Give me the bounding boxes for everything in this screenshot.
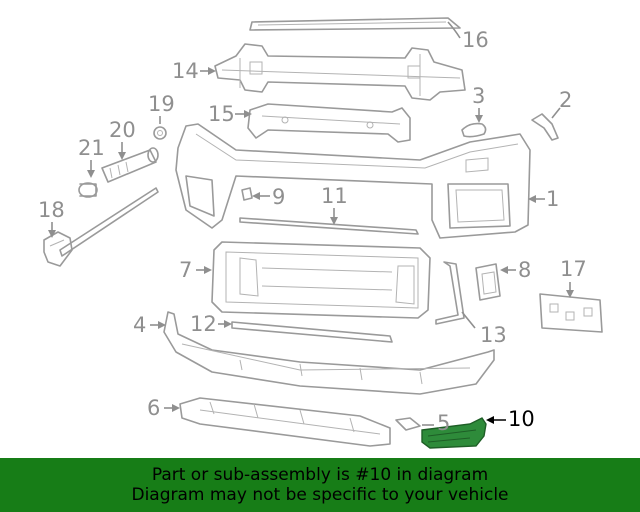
leader-13 (461, 311, 476, 329)
part-2-small-bracket (531, 113, 559, 141)
arrow-18 (48, 230, 56, 238)
arrow-20 (118, 152, 126, 160)
part-15-bracket (247, 103, 411, 143)
part-5-bracket (395, 417, 421, 431)
part-13-molding (435, 261, 465, 325)
leader-2 (551, 107, 561, 119)
callout-5: 5 (437, 411, 451, 435)
callout-21: 21 (78, 136, 105, 160)
callout-7: 7 (179, 258, 193, 282)
callout-4: 4 (133, 313, 147, 337)
callout-3: 3 (472, 84, 486, 108)
part-7-grille (211, 241, 431, 319)
part-21-collar (78, 182, 98, 198)
arrow-15 (244, 110, 252, 118)
arrow-17 (566, 290, 574, 298)
callout-12: 12 (190, 312, 217, 336)
callout-18: 18 (38, 198, 65, 222)
part-6-lower-support (179, 397, 391, 447)
part-14-reinforcement-beam (214, 43, 466, 101)
arrow-1 (528, 195, 536, 203)
arrow-21 (87, 170, 95, 178)
part-4-lower-fascia (163, 311, 495, 395)
banner-line-2: Diagram may not be specific to your vehi… (131, 485, 509, 505)
part-12-strip (231, 321, 393, 343)
arrow-3 (475, 115, 483, 123)
banner-line-1: Part or sub-assembly is #10 in diagram (151, 465, 489, 485)
callout-9: 9 (272, 185, 286, 209)
callout-15: 15 (208, 102, 235, 126)
arrow-8 (500, 266, 508, 274)
parts-diagram (43, 17, 603, 449)
callout-1: 1 (546, 187, 560, 211)
part-16-upper-shield (249, 17, 461, 39)
callout-14: 14 (172, 59, 199, 83)
callout-19: 19 (148, 92, 175, 116)
part-18-tow-rod (43, 187, 159, 267)
callout-2: 2 (559, 88, 573, 112)
arrow-12 (224, 320, 232, 328)
arrow-14 (208, 67, 216, 75)
part-1-bumper-fascia (175, 123, 531, 239)
arrow-6 (172, 404, 180, 412)
callout-13: 13 (480, 323, 507, 347)
arrow-10 (486, 416, 494, 424)
callout-16: 16 (462, 28, 489, 52)
callout-10: 10 (508, 407, 535, 431)
part-9-clip (241, 187, 253, 201)
part-20-tube (101, 147, 159, 183)
part-17-plate-bracket (539, 293, 603, 333)
part-11-molding (239, 217, 419, 235)
callout-11: 11 (321, 184, 348, 208)
arrow-7 (204, 266, 212, 274)
arrow-4 (158, 321, 166, 329)
part-3-cap (461, 122, 487, 138)
callout-17: 17 (560, 257, 587, 281)
part-19-nut (153, 126, 167, 140)
info-banner: Part or sub-assembly is #10 in diagram D… (0, 458, 640, 512)
arrow-11 (330, 217, 338, 225)
callout-8: 8 (518, 258, 532, 282)
callout-6: 6 (147, 396, 161, 420)
arrow-9 (252, 192, 260, 200)
part-10-highlighted (421, 417, 487, 449)
part-8-bezel (475, 263, 501, 301)
callout-20: 20 (109, 118, 136, 142)
